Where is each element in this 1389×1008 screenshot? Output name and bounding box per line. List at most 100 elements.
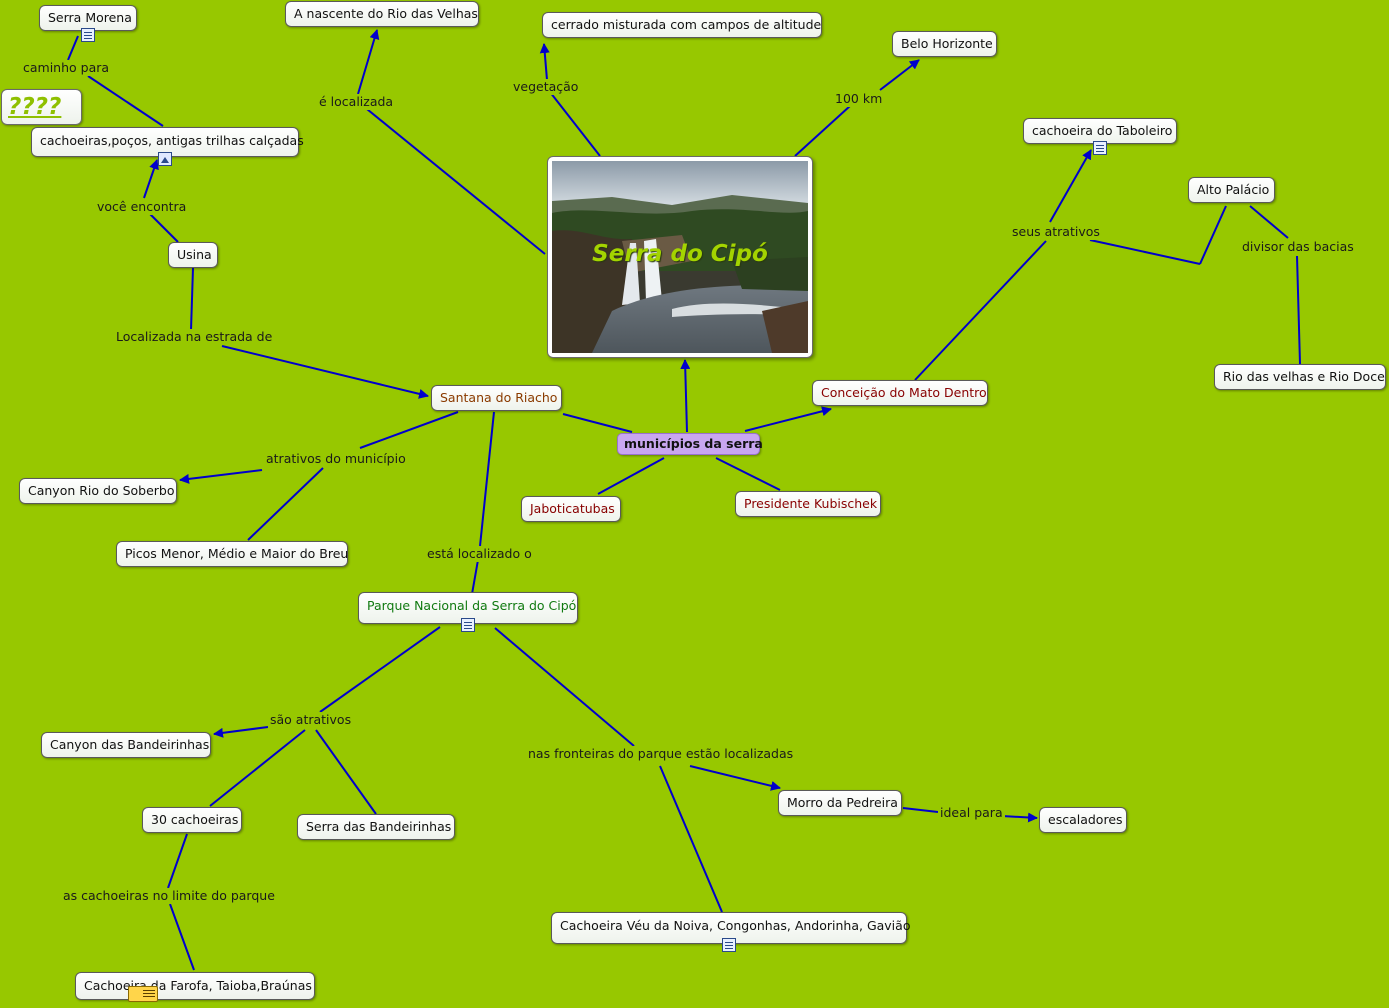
link-line: [359, 411, 459, 449]
node-30-cachoeiras[interactable]: 30 cachoeiras: [142, 807, 242, 833]
link-label-atrativos-municipio[interactable]: atrativos do município: [264, 451, 408, 467]
central-concept-serra-do-cipo[interactable]: Serra do Cipó: [547, 156, 813, 358]
node-santana-do-riacho[interactable]: Santana do Riacho: [431, 385, 562, 411]
link-line: [659, 765, 723, 913]
node-escaladores[interactable]: escaladores: [1039, 807, 1127, 833]
link-line: [794, 105, 851, 157]
link-line: [549, 91, 601, 157]
link-line: [247, 467, 324, 541]
link-line: [471, 559, 479, 595]
link-line: [744, 406, 832, 432]
link-line: [879, 59, 920, 91]
link-label-sao-atrativos[interactable]: são atrativos: [268, 712, 354, 728]
link-label-divisor-bacias[interactable]: divisor das bacias: [1240, 239, 1356, 255]
link-line: [1199, 205, 1227, 265]
node-label: Belo Horizonte: [901, 36, 993, 51]
link-line: [1249, 205, 1289, 239]
node-label: Usina: [177, 247, 212, 262]
link-line: [715, 457, 781, 491]
node-label: Canyon das Bandeirinhas: [50, 737, 210, 752]
node-veu-da-noiva[interactable]: Cachoeira Véu da Noiva, Congonhas, Andor…: [551, 912, 910, 944]
node-label: Presidente Kubischek: [744, 496, 878, 511]
node-alto-palacio[interactable]: Alto Palácio: [1188, 177, 1275, 203]
link-line: [680, 359, 691, 433]
node-belo-horizonte[interactable]: Belo Horizonte: [892, 31, 997, 57]
node-label: Santana do Riacho: [440, 390, 558, 405]
node-label: Morro da Pedreira: [787, 795, 898, 810]
link-label-100km[interactable]: 100 km: [833, 91, 885, 107]
photo-waterfall: [552, 161, 808, 353]
link-line: [209, 729, 306, 807]
link-label-seus-atrativos[interactable]: seus atrativos: [1010, 224, 1102, 240]
node-municipios-hub[interactable]: municípios da serra: [617, 433, 763, 455]
node-label: cachoeiras,poços, antigas trilhas calçad…: [40, 133, 304, 148]
node-serra-bandeirinhas[interactable]: Serra das Bandeirinhas: [297, 814, 455, 840]
link-line: [169, 903, 195, 971]
node-serra-morena[interactable]: Serra Morena: [39, 5, 137, 31]
node-presidente-kubischek[interactable]: Presidente Kubischek: [735, 491, 881, 517]
node-label: Serra Morena: [48, 10, 132, 25]
link-line: [539, 43, 550, 81]
link-line: [1296, 255, 1301, 365]
link-line: [1049, 149, 1092, 223]
node-label: Parque Nacional da Serra do Cipó: [367, 598, 577, 613]
link-label-ideal-para[interactable]: ideal para: [938, 805, 1005, 821]
link-line: [319, 626, 441, 713]
node-canyon-soberbo[interactable]: Canyon Rio do Soberbo: [19, 478, 177, 504]
document-icon[interactable]: [461, 618, 475, 632]
link-label-limite-parque[interactable]: as cachoeiras no limite do parque: [61, 888, 277, 904]
link-line: [689, 765, 781, 791]
link-line: [167, 833, 188, 889]
node-label: cerrado misturada com campos de altitude: [551, 17, 822, 32]
link-label-esta-localizado[interactable]: está localizado o: [425, 546, 534, 562]
document-icon[interactable]: [722, 938, 736, 952]
node-farofa[interactable]: Cachoeira da Farofa, Taioba,Braúnas: [75, 972, 315, 1000]
document-icon[interactable]: [81, 28, 95, 42]
node-jaboticatubas[interactable]: Jaboticatubas: [521, 496, 621, 522]
link-label-e-localizada[interactable]: é localizada: [317, 94, 396, 110]
link-line: [597, 457, 665, 495]
node-label: escaladores: [1048, 812, 1123, 827]
node-label: A nascente do Rio das Velhas: [294, 6, 478, 21]
node-picos[interactable]: Picos Menor, Médio e Maior do Breu: [116, 541, 348, 567]
link-line: [902, 807, 939, 813]
node-rio-velhas-doce[interactable]: Rio das velhas e Rio Doce: [1214, 364, 1386, 390]
link-line: [67, 35, 79, 61]
link-line: [213, 726, 269, 738]
node-label: Jaboticatubas: [530, 501, 615, 516]
link-line: [479, 411, 495, 547]
link-line: [1001, 812, 1038, 823]
link-line: [87, 75, 164, 127]
link-line: [179, 469, 263, 484]
node-nascente[interactable]: A nascente do Rio das Velhas: [285, 1, 479, 27]
link-line: [494, 627, 635, 747]
link-label-caminho-para[interactable]: caminho para: [21, 60, 112, 76]
link-line: [190, 267, 194, 331]
link-line: [562, 413, 633, 433]
node-canyon-bandeirinhas[interactable]: Canyon das Bandeirinhas: [41, 732, 211, 758]
link-label-localizada-estrada[interactable]: Localizada na estrada de: [114, 329, 275, 345]
link-label-voce-encontra[interactable]: você encontra: [95, 199, 189, 215]
node-cerrado[interactable]: cerrado misturada com campos de altitude: [542, 12, 822, 38]
node-label: Rio das velhas e Rio Doce: [1223, 369, 1385, 384]
node-morro-pedreira[interactable]: Morro da Pedreira: [778, 790, 902, 816]
node-label: Picos Menor, Médio e Maior do Breu: [125, 546, 349, 561]
node-label: 30 cachoeiras: [151, 812, 239, 827]
node-label: Serra das Bandeirinhas: [306, 819, 452, 834]
link-label-vegetacao[interactable]: vegetação: [511, 79, 581, 95]
image-icon[interactable]: [158, 152, 172, 166]
node-label: Alto Palácio: [1197, 182, 1270, 197]
node-label: Cachoeira da Farofa, Taioba,Braúnas: [84, 978, 312, 993]
note-icon[interactable]: [128, 986, 158, 1002]
link-label-fronteiras[interactable]: nas fronteiras do parque estão localizad…: [526, 746, 796, 762]
link-line: [361, 104, 546, 255]
node-usina[interactable]: Usina: [168, 242, 218, 268]
node-question[interactable]: ????: [1, 89, 82, 125]
node-conceicao-mato-dentro[interactable]: Conceição do Mato Dentro: [812, 380, 988, 406]
node-label: cachoeira do Taboleiro: [1032, 123, 1173, 138]
link-line: [221, 345, 429, 399]
link-line: [149, 213, 179, 243]
document-icon[interactable]: [1093, 141, 1107, 155]
central-title: Serra do Cipó: [592, 241, 768, 267]
